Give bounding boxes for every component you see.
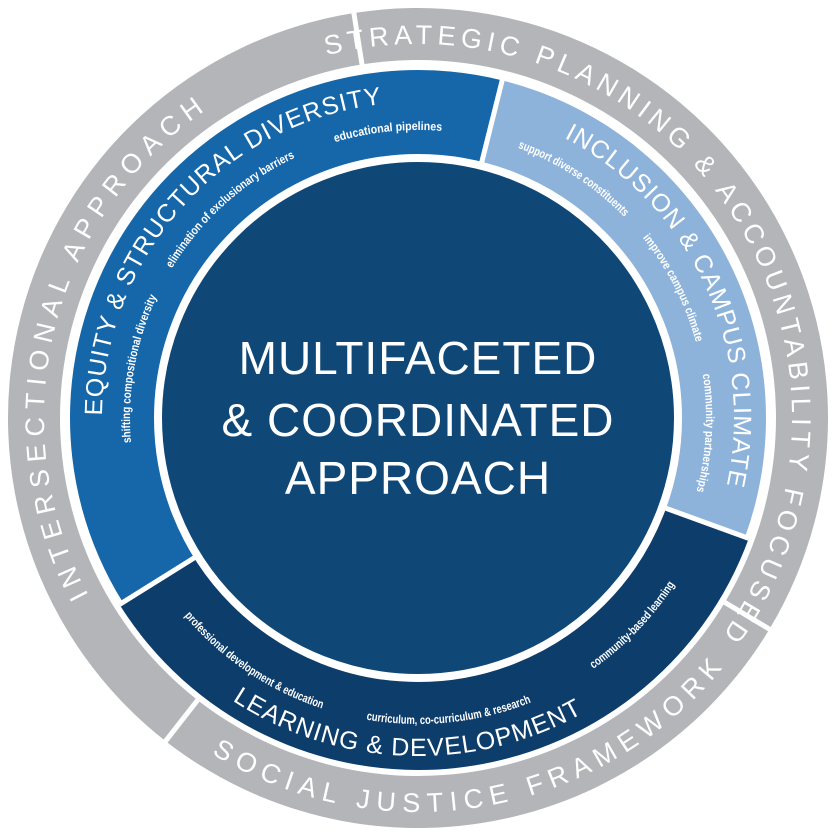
center-line-1: MULTIFACETED [239,332,598,384]
center-circle [154,154,682,682]
segment-learning [119,507,749,771]
outer-segment-intersectional [7,13,362,742]
center-line-2: & COORDINATED [222,394,615,446]
separators [118,7,776,747]
outer-segment-social-justice [165,602,770,829]
segment-equity [70,69,503,603]
outer-segment-strategic [353,8,828,630]
segment-inclusion [481,80,767,538]
center-line-3: APPROACH [285,452,551,504]
